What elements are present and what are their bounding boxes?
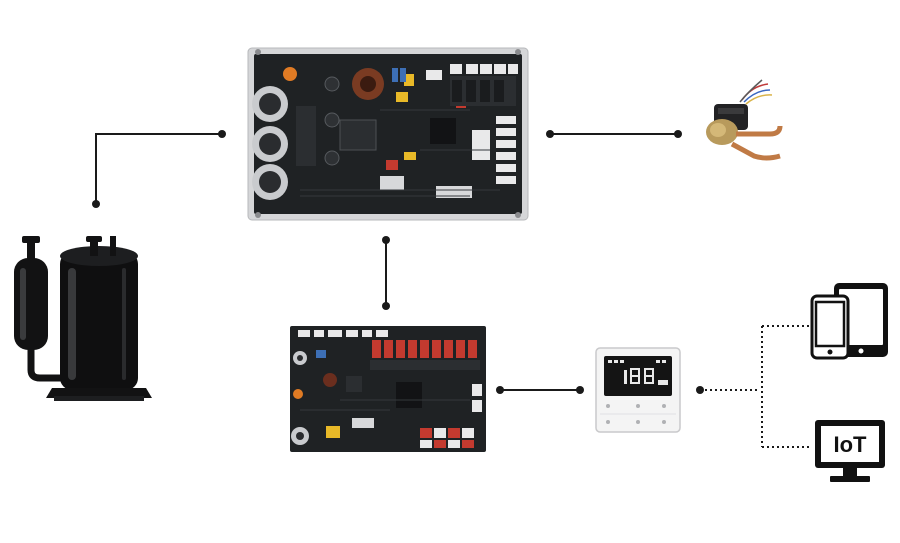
iot-label: IoT (834, 432, 868, 457)
controller-to-devices-dotted-lines (700, 325, 812, 448)
connector-dot (496, 386, 504, 394)
connector-dot (382, 236, 390, 244)
connector-lines (95, 133, 812, 448)
compressor-to-drive-board-line (95, 133, 222, 204)
connector-dot (92, 200, 100, 208)
wired-controller-icon (595, 347, 681, 433)
connector-dot (576, 386, 584, 394)
connector-dot (546, 130, 554, 138)
phone-icon (810, 294, 850, 360)
connector-dot (696, 386, 704, 394)
iot-monitor-icon: IoT (815, 420, 885, 482)
inverter-drive-board-icon (247, 47, 529, 221)
connector-dot (674, 130, 682, 138)
main-control-board-icon (290, 326, 486, 452)
electronic-expansion-valve-icon (706, 79, 783, 161)
connector-dot (382, 302, 390, 310)
connector-dots (92, 130, 704, 394)
connector-dot (218, 130, 226, 138)
rotary-compressor-icon (14, 236, 152, 401)
